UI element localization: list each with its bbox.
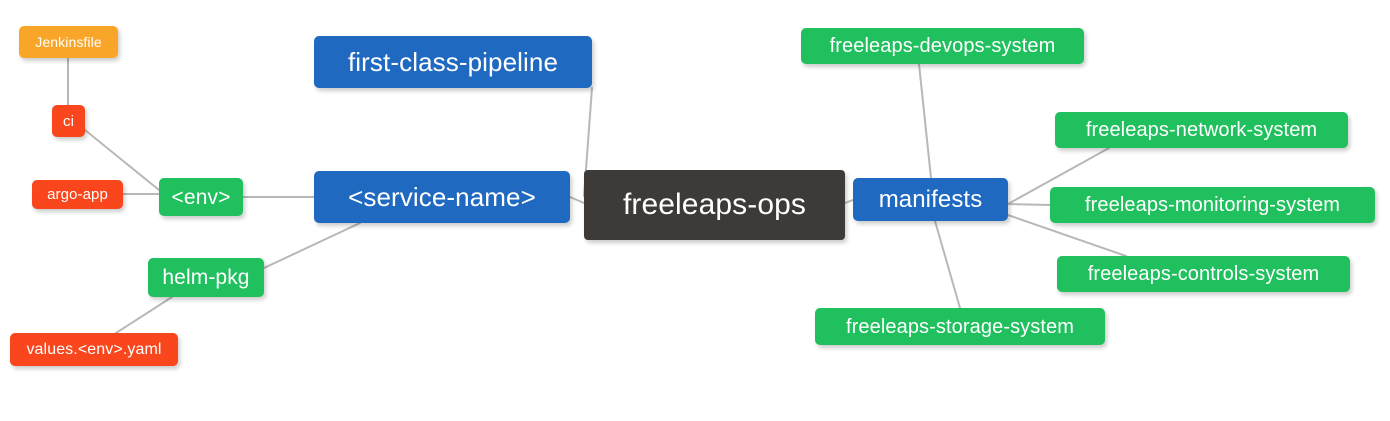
- node-label: first-class-pipeline: [347, 47, 559, 77]
- node-label: argo-app: [47, 186, 108, 203]
- node-argo-app[interactable]: argo-app: [32, 180, 123, 209]
- node-freeleaps-ops[interactable]: freeleaps-ops: [584, 170, 845, 240]
- node-label: <service-name>: [348, 182, 536, 212]
- edge-helm-pkg-to-values-env-yaml: [115, 296, 173, 334]
- node-label: manifests: [878, 185, 983, 213]
- edge-freeleaps-ops-to-service-name: [569, 196, 585, 204]
- node-label: Jenkinsfile: [35, 34, 102, 50]
- node-values-env-yaml[interactable]: values.<env>.yaml: [10, 333, 178, 366]
- node-label: freeleaps-ops: [622, 188, 807, 221]
- node-label: freeleaps-devops-system: [829, 35, 1056, 57]
- node-helm-pkg[interactable]: helm-pkg: [148, 258, 264, 297]
- node-manifests[interactable]: manifests: [853, 178, 1008, 221]
- node-label: values.<env>.yaml: [26, 340, 162, 358]
- node-label: ci: [62, 112, 75, 130]
- edge-manifests-to-freeleaps-devops-system: [918, 63, 932, 179]
- edge-service-name-to-helm-pkg: [263, 222, 361, 269]
- node-freeleaps-monitoring-system[interactable]: freeleaps-monitoring-system: [1050, 187, 1375, 223]
- node-freeleaps-controls-system[interactable]: freeleaps-controls-system: [1057, 256, 1350, 292]
- node-first-class-pipeline[interactable]: first-class-pipeline: [314, 36, 592, 88]
- node-service-name[interactable]: <service-name>: [314, 171, 570, 223]
- node-ci[interactable]: ci: [52, 105, 85, 137]
- node-env[interactable]: <env>: [159, 178, 243, 216]
- edge-manifests-to-freeleaps-storage-system: [934, 220, 961, 309]
- node-jenkinsfile[interactable]: Jenkinsfile: [19, 26, 118, 58]
- edge-freeleaps-ops-to-manifests: [844, 199, 854, 204]
- node-freeleaps-storage-system[interactable]: freeleaps-storage-system: [815, 308, 1105, 345]
- node-label: <env>: [171, 185, 231, 209]
- node-label: freeleaps-monitoring-system: [1084, 194, 1340, 216]
- node-label: freeleaps-controls-system: [1087, 263, 1320, 285]
- node-label: freeleaps-network-system: [1085, 119, 1318, 141]
- node-label: freeleaps-storage-system: [845, 315, 1075, 338]
- node-freeleaps-devops-system[interactable]: freeleaps-devops-system: [801, 28, 1084, 64]
- node-label: helm-pkg: [162, 266, 250, 289]
- edge-manifests-to-freeleaps-monitoring-system: [1007, 203, 1051, 206]
- node-freeleaps-network-system[interactable]: freeleaps-network-system: [1055, 112, 1348, 148]
